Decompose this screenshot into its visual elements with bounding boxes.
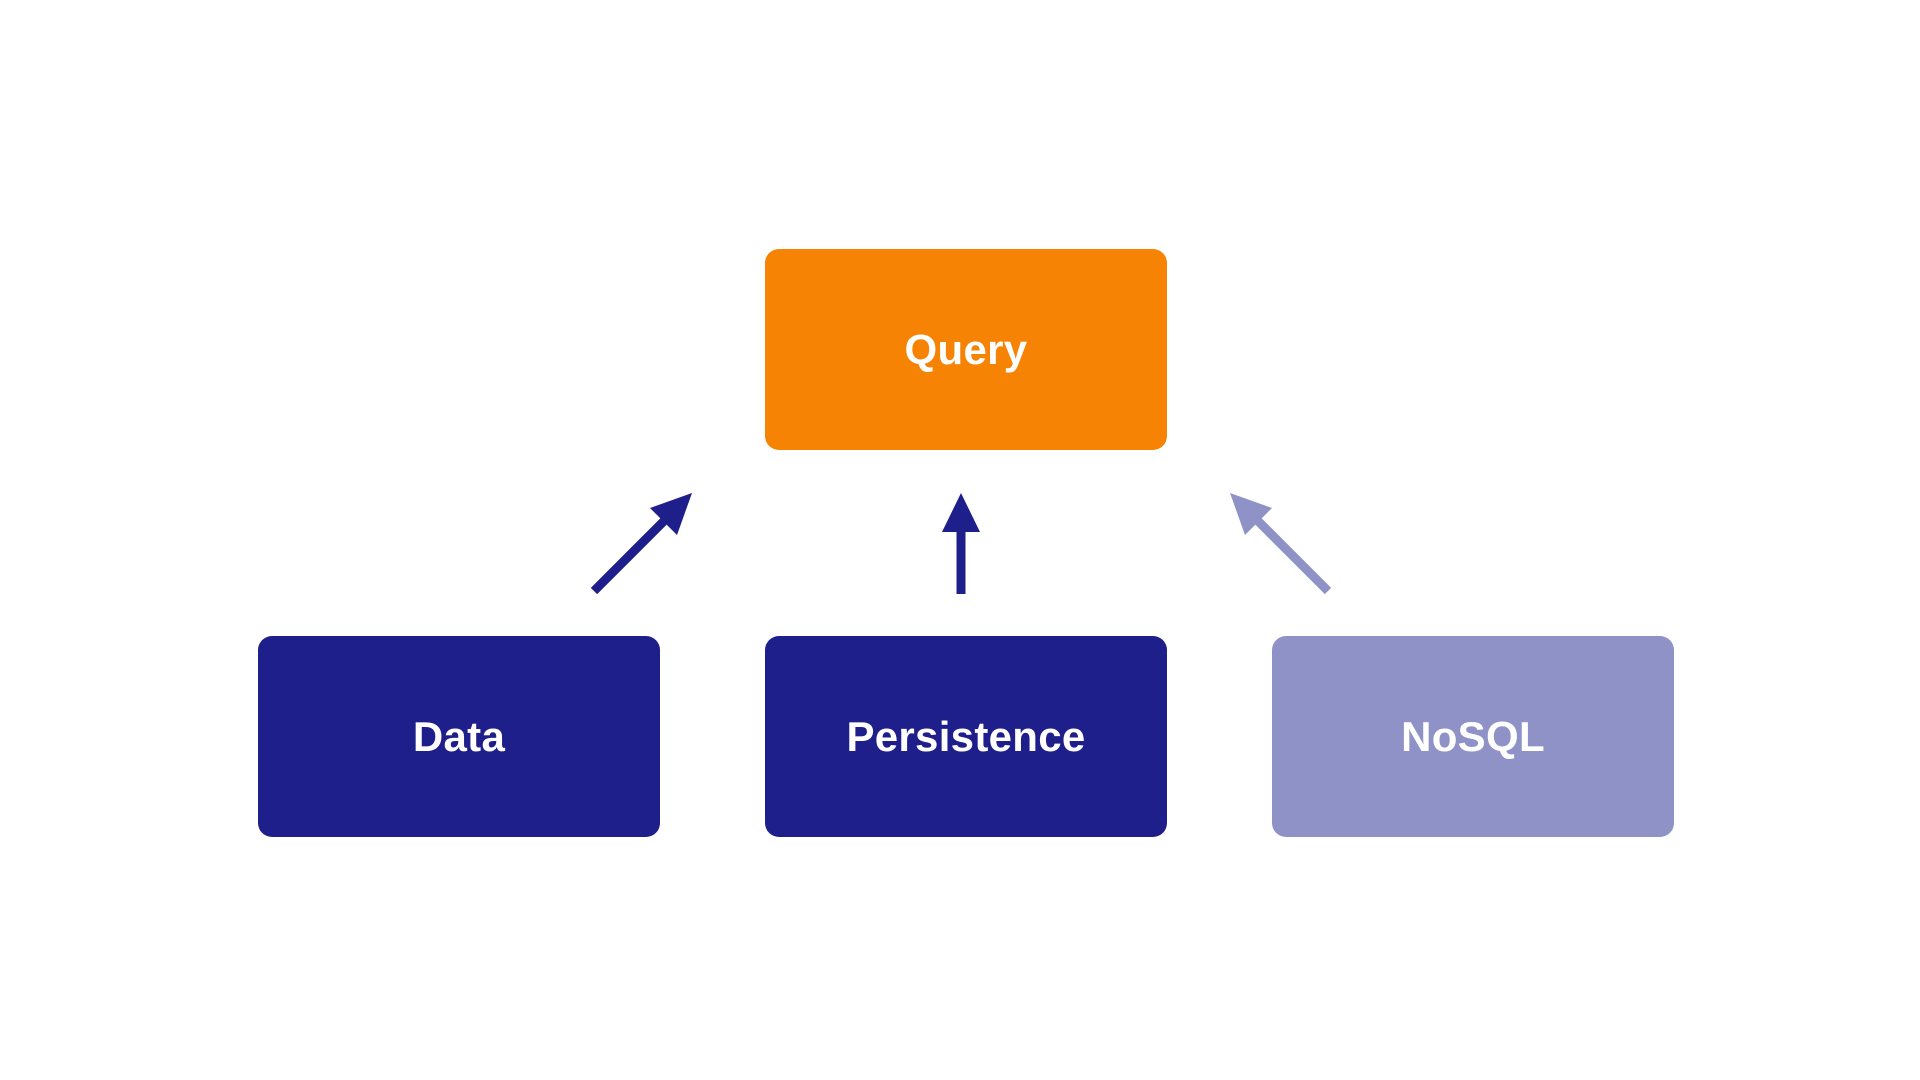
nosql-node-label: NoSQL: [1401, 712, 1545, 760]
persistence-node-label: Persistence: [846, 712, 1086, 760]
query-node: Query: [765, 249, 1167, 450]
arrow-data-to-query: [590, 493, 692, 595]
persistence-node: Persistence: [765, 636, 1167, 837]
data-node: Data: [258, 636, 660, 837]
arrow-persistence-to-query: [942, 493, 980, 594]
arrow-nosql-to-query: [1230, 493, 1332, 595]
query-node-label: Query: [904, 325, 1028, 373]
data-node-label: Data: [412, 712, 506, 760]
nosql-node: NoSQL: [1272, 636, 1674, 837]
